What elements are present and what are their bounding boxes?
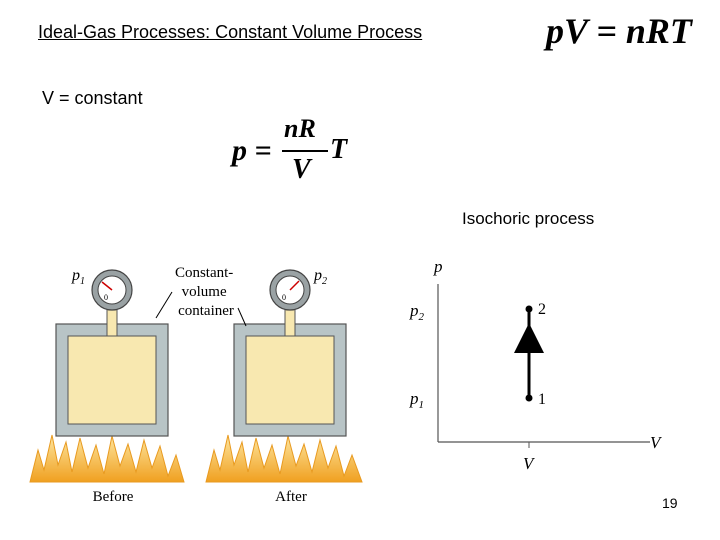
formula-denominator: V <box>292 154 311 185</box>
container-before <box>55 305 169 437</box>
formula-lhs: p = <box>232 134 272 167</box>
gauge-zero-label: 0 <box>104 293 108 302</box>
flame-left-icon <box>29 434 185 483</box>
gauge-before-label: p1 <box>71 267 85 287</box>
gauge-zero-label: 0 <box>282 293 286 302</box>
constant-volume-illustration: 0 0 p1 p2 Constant- volume container Bef… <box>29 265 363 505</box>
y-axis-label: p <box>433 257 443 276</box>
pv-diagram: p V p2 p1 V 2 1 <box>409 257 663 473</box>
after-label: After <box>275 489 307 505</box>
p1-tick-label: p1 <box>409 389 424 411</box>
before-label: Before <box>93 489 134 505</box>
point-1-label: 1 <box>538 391 546 408</box>
point-2-label: 2 <box>538 301 546 318</box>
condition-text: V = constant <box>42 88 143 108</box>
state-point-1 <box>525 394 533 402</box>
container-after <box>233 305 347 437</box>
gauge-after-label: p2 <box>313 267 327 287</box>
x-axis-label: V <box>650 433 663 452</box>
pressure-gauge-after-icon: 0 <box>269 269 311 311</box>
ideal-gas-law-equation: pV = nRT <box>546 11 692 51</box>
pressure-formula: p = nR V T <box>232 114 372 186</box>
note-leader-left <box>155 291 173 319</box>
pressure-gauge-before-icon: 0 <box>91 269 133 311</box>
graph-caption: Isochoric process <box>462 209 595 228</box>
flame-right-icon <box>205 434 363 483</box>
formula-variable: T <box>330 134 348 165</box>
formula-numerator: nR <box>284 114 316 143</box>
container-note: Constant- volume container <box>175 265 237 319</box>
note-leader-right <box>237 307 247 327</box>
slide-title: Ideal-Gas Processes: Constant Volume Pro… <box>38 22 423 42</box>
page-number: 19 <box>662 495 678 511</box>
state-point-2 <box>525 305 533 313</box>
p2-tick-label: p2 <box>409 301 425 323</box>
v-tick-label: V <box>523 454 536 473</box>
fraction-bar <box>282 150 328 152</box>
